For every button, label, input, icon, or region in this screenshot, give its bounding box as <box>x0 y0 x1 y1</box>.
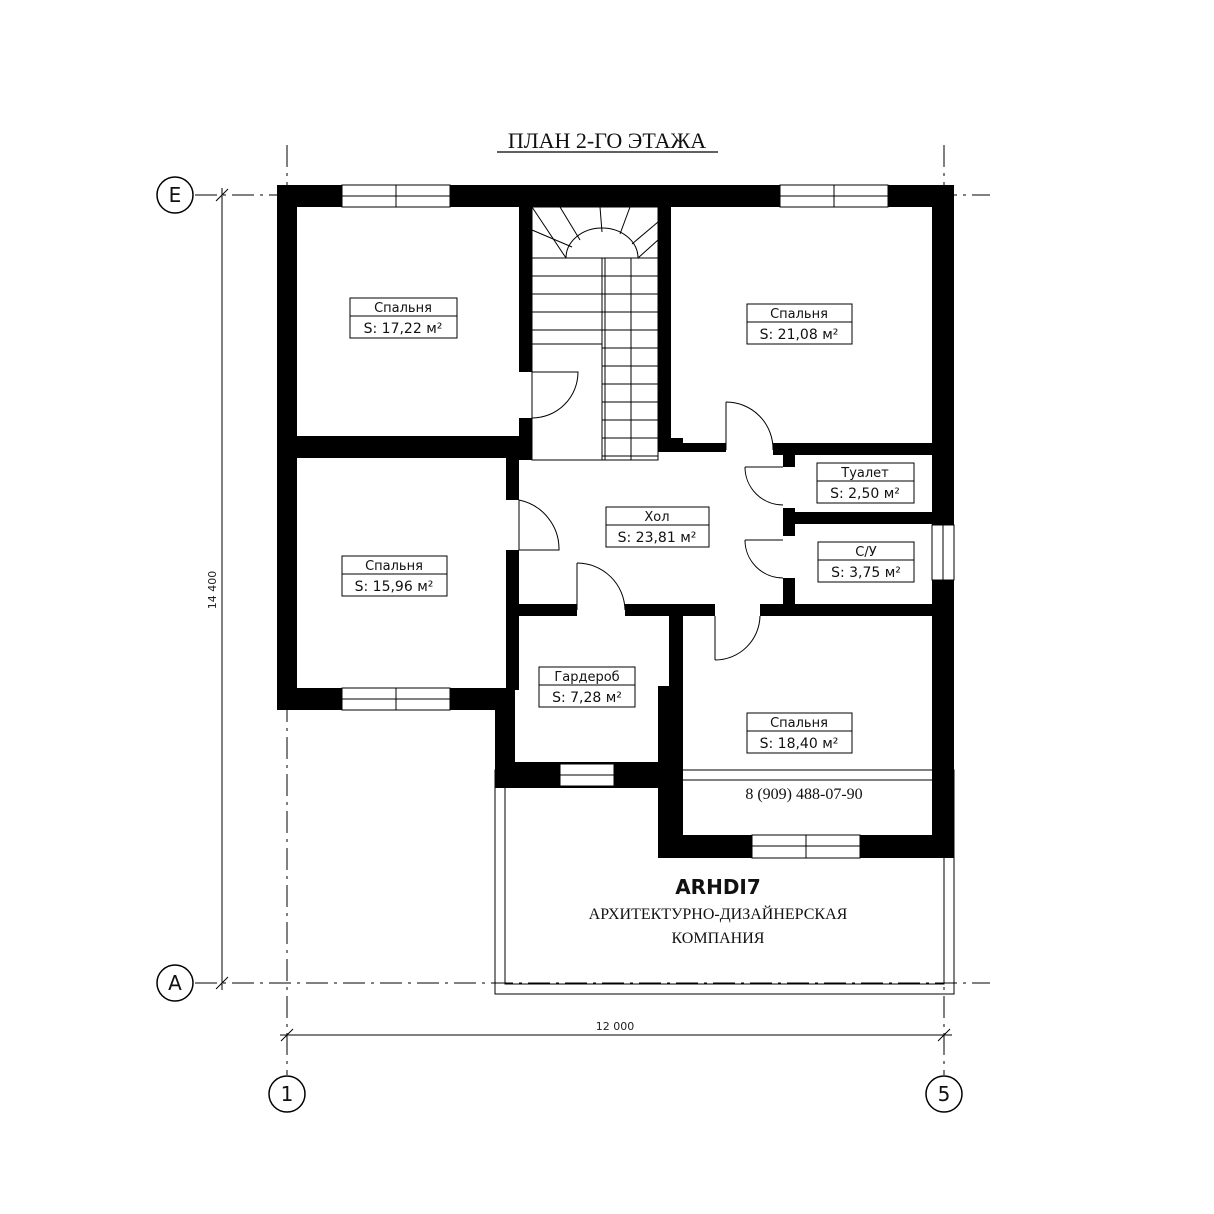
doors <box>518 371 784 661</box>
svg-text:Спальня: Спальня <box>770 716 828 731</box>
axis-bubble-bottom: А <box>156 964 194 1002</box>
brand-logo: ARHDI7 <box>675 875 761 899</box>
room-label-toilet: Туалет S: 2,50 м² <box>816 462 915 504</box>
svg-text:S: 7,28 м²: S: 7,28 м² <box>552 690 622 706</box>
svg-text:12 000: 12 000 <box>596 1020 635 1033</box>
svg-text:С/У: С/У <box>855 545 876 560</box>
room-label-wardrobe: Гардероб S: 7,28 м² <box>538 666 636 708</box>
svg-text:Хол: Хол <box>644 510 669 525</box>
svg-text:Гардероб: Гардероб <box>554 670 619 685</box>
svg-text:А: А <box>168 971 182 995</box>
svg-text:14 400: 14 400 <box>206 571 219 610</box>
dimension-horizontal: 12 000 <box>280 1020 952 1042</box>
svg-text:S: 17,22 м²: S: 17,22 м² <box>364 321 443 337</box>
room-label-bedroom-3: Спальня S: 15,96 м² <box>341 555 448 597</box>
svg-text:5: 5 <box>938 1082 951 1106</box>
svg-text:S: 2,50 м²: S: 2,50 м² <box>830 486 900 502</box>
room-label-bedroom-2: Спальня S: 21,08 м² <box>746 303 853 345</box>
svg-text:1: 1 <box>281 1082 294 1106</box>
svg-text:S: 3,75 м²: S: 3,75 м² <box>831 565 901 581</box>
room-label-bathroom: С/У S: 3,75 м² <box>817 541 915 583</box>
axis-bubble-left: 1 <box>268 1075 306 1113</box>
plan-title: ПЛАН 2-ГО ЭТАЖА <box>508 128 706 153</box>
room-label-bedroom-4: Спальня S: 18,40 м² <box>746 712 853 754</box>
brand-line-2: КОМПАНИЯ <box>672 930 765 947</box>
svg-text:Спальня: Спальня <box>374 301 432 316</box>
svg-text:S: 15,96 м²: S: 15,96 м² <box>355 579 434 595</box>
phone-number: 8 (909) 488-07-90 <box>745 786 862 803</box>
axis-bubble-top: Е <box>156 176 194 214</box>
svg-text:S: 23,81 м²: S: 23,81 м² <box>618 530 697 546</box>
dimension-vertical: 14 400 <box>206 188 229 990</box>
axis-bubble-right: 5 <box>925 1075 963 1113</box>
staircase <box>531 206 659 461</box>
svg-text:Спальня: Спальня <box>770 307 828 322</box>
windows <box>341 184 955 859</box>
svg-text:S: 21,08 м²: S: 21,08 м² <box>760 327 839 343</box>
room-label-bedroom-1: Спальня S: 17,22 м² <box>349 297 458 339</box>
svg-text:Е: Е <box>169 183 182 207</box>
svg-text:S: 18,40 м²: S: 18,40 м² <box>760 736 839 752</box>
svg-text:Спальня: Спальня <box>365 559 423 574</box>
brand-line-1: АРХИТЕКТУРНО-ДИЗАЙНЕРСКАЯ <box>589 904 848 923</box>
svg-text:Туалет: Туалет <box>840 466 889 481</box>
room-label-hall: Хол S: 23,81 м² <box>605 506 710 548</box>
